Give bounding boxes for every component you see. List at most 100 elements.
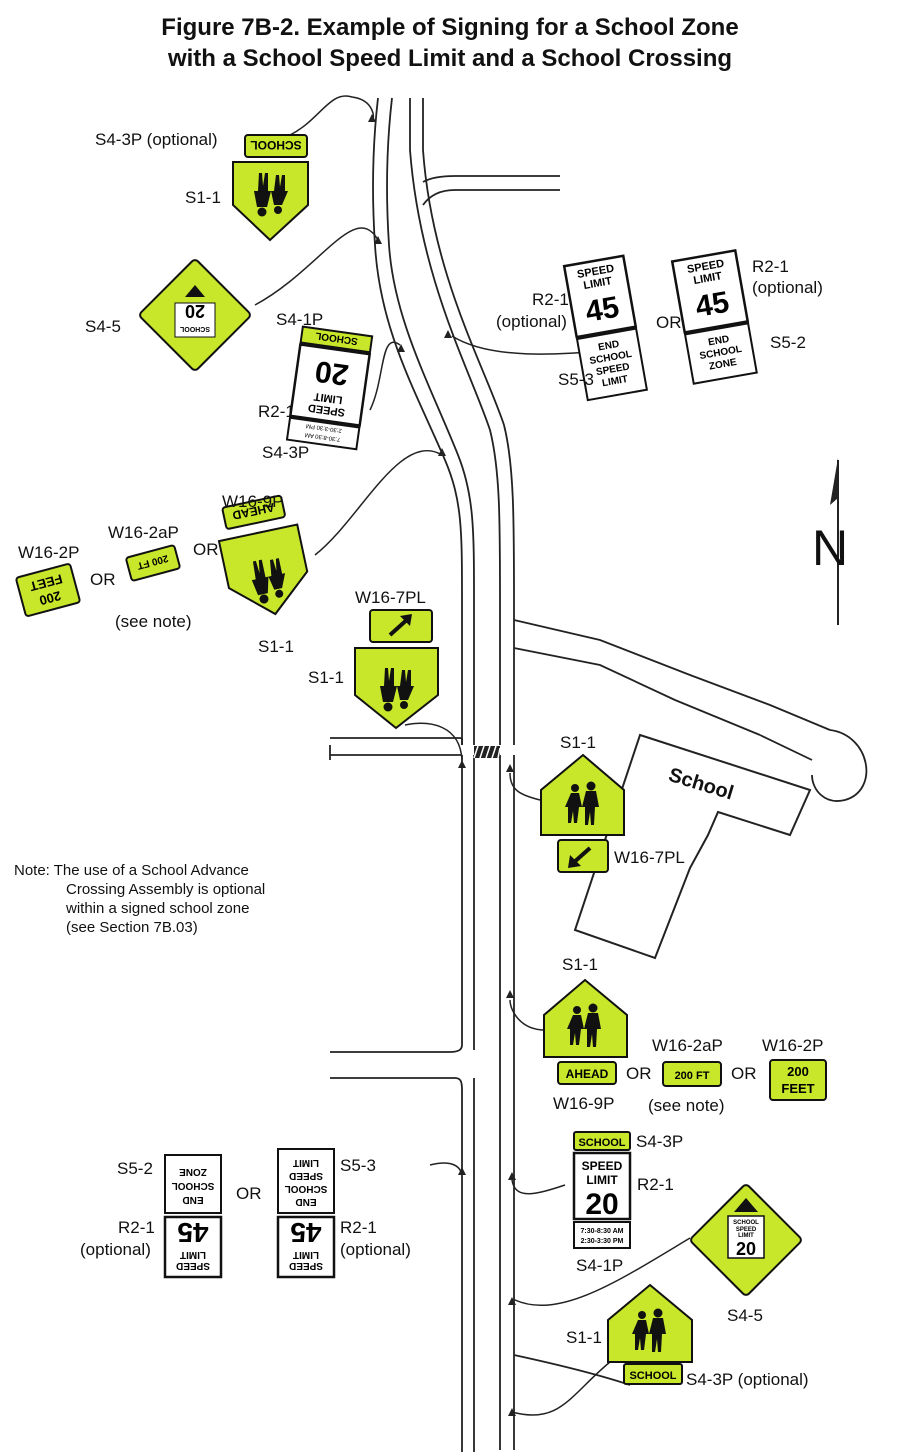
label-s1-1-top: S1-1 xyxy=(185,188,221,207)
label-see-note-right: (see note) xyxy=(648,1096,725,1115)
sign-text-end: END xyxy=(597,339,620,354)
sign-s4-5-top: SCHOOL 20 xyxy=(139,259,251,371)
note-line-1: Note: The use of a School Advance xyxy=(14,862,249,879)
sign-text-limit: LIMIT xyxy=(601,374,629,389)
label-s4-3p-optional-top: S4-3P (optional) xyxy=(95,130,218,149)
sign-text-end: END xyxy=(295,1196,316,1207)
sign-s1-1-top-assembly: SCHOOL xyxy=(232,134,309,242)
label-or-right-lower-2: OR xyxy=(731,1064,757,1083)
north-arrow xyxy=(830,458,839,625)
label-s4-5-left: S4-5 xyxy=(85,317,121,336)
note-line-4: (see Section 7B.03) xyxy=(66,919,198,936)
sign-s4-5-lower: SCHOOL SPEED LIMIT 20 xyxy=(690,1184,802,1296)
figure-title-line2: with a School Speed Limit and a School C… xyxy=(167,45,733,72)
sign-text-school: SCHOOL xyxy=(250,138,301,152)
label-s5-2-lower: S5-2 xyxy=(117,1159,153,1178)
sign-text-end: END xyxy=(182,1194,203,1205)
sign-text-200: 200 xyxy=(38,588,63,608)
sign-text-speed: SPEED xyxy=(289,1260,323,1271)
label-see-note-left: (see note) xyxy=(115,612,192,631)
label-or-left-2: OR xyxy=(90,570,116,589)
label-r2-1-right2: R2-1 xyxy=(752,257,789,276)
label-optional-right2: (optional) xyxy=(752,278,823,297)
sign-text-45: 45 xyxy=(583,291,622,329)
label-w16-2ap-right: W16-2aP xyxy=(652,1036,723,1055)
label-or-right-lower-1: OR xyxy=(626,1064,652,1083)
sign-text-feet: FEET xyxy=(781,1081,814,1096)
label-w16-9p-right: W16-9P xyxy=(553,1094,615,1113)
sign-s1-1-bottom-assembly: SCHOOL xyxy=(607,1283,693,1385)
sign-text-school: SCHOOL xyxy=(285,1183,328,1194)
label-optional-right1: (optional) xyxy=(496,312,567,331)
label-s4-1p-left: S4-1P xyxy=(276,310,324,329)
sign-text-limit: LIMIT xyxy=(180,1249,206,1260)
sign-text-limit: LIMIT xyxy=(586,1173,618,1187)
label-w16-9p-left: W16-9P xyxy=(222,492,284,511)
sign-text-time2: 2:30-3:30 PM xyxy=(306,422,343,433)
sign-text-school: SCHOOL xyxy=(733,1220,759,1226)
label-s5-3-lower: S5-3 xyxy=(340,1156,376,1175)
label-optional-lower-left: (optional) xyxy=(80,1240,151,1259)
note-line-2: Crossing Assembly is optional xyxy=(66,881,266,898)
sign-text-limit: LIMIT xyxy=(693,270,724,287)
sign-text-end: END xyxy=(707,334,730,349)
sign-w16-2ap-left: 200 FT xyxy=(125,544,181,582)
sign-text-45: 45 xyxy=(177,1217,208,1248)
label-s1-1-mid: S1-1 xyxy=(308,668,344,687)
label-s1-1-left: S1-1 xyxy=(258,637,294,656)
sign-r2-1-s5-3-right: SPEED LIMIT 45 END SCHOOL SPEED LIMIT xyxy=(562,254,649,402)
sign-s1-1-left-assembly: AHEAD xyxy=(217,494,309,616)
label-r2-1-lower-right: R2-1 xyxy=(340,1218,377,1237)
sign-w16-2ap-right: 200 FT xyxy=(662,1061,722,1087)
sign-text-speed: SPEED xyxy=(736,1227,757,1233)
sign-text-school: SCHOOL xyxy=(578,1137,625,1149)
sign-text-speed: SPEED xyxy=(582,1159,623,1173)
label-w16-2p-right: W16-2P xyxy=(762,1036,824,1055)
sign-text-time1: 7:30-8:30 AM xyxy=(305,431,341,442)
sign-s1-1-mid-assembly xyxy=(354,609,439,730)
sign-text-45: 45 xyxy=(693,286,732,324)
label-s4-1p-right: S4-1P xyxy=(576,1256,624,1275)
sign-r2-1-lower-assembly: SCHOOL SPEED LIMIT 20 7:30-8:30 AM 2:30-… xyxy=(572,1131,632,1249)
label-w16-2p-left: W16-2P xyxy=(18,543,80,562)
sign-text-ahead: AHEAD xyxy=(566,1067,609,1081)
sign-text-school: SCHOOL xyxy=(172,1180,215,1191)
sign-text-20: 20 xyxy=(736,1239,756,1259)
sign-text-20: 20 xyxy=(313,354,351,391)
label-r2-1-lower-left: R2-1 xyxy=(118,1218,155,1237)
label-w16-7pl-crossing: W16-7PL xyxy=(614,848,685,867)
sign-text-20: 20 xyxy=(185,301,205,321)
sign-text-speed: SPEED xyxy=(289,1170,323,1181)
label-optional-lower-right: (optional) xyxy=(340,1240,411,1259)
sign-s1-1-crossing-assembly xyxy=(540,753,625,873)
label-w16-2ap-left: W16-2aP xyxy=(108,523,179,542)
label-r2-1-lower: R2-1 xyxy=(637,1175,674,1194)
sign-w16-2p-right: 200 FEET xyxy=(769,1059,827,1101)
label-s1-1-advance: S1-1 xyxy=(562,955,598,974)
sign-text-time2: 2:30-3:30 PM xyxy=(581,1238,624,1245)
label-or-left-1: OR xyxy=(193,540,219,559)
sign-text-20: 20 xyxy=(585,1188,618,1221)
sign-text-speed: SPEED xyxy=(307,401,346,418)
label-s4-3p-right: S4-3P xyxy=(636,1132,684,1151)
sign-text-limit: LIMIT xyxy=(313,390,343,406)
crosswalk xyxy=(473,745,501,759)
sign-s5-3-lower-assembly: SPEED LIMIT 45 END SCHOOL SPEED LIMIT xyxy=(276,1148,336,1279)
label-north: N xyxy=(812,520,849,576)
sign-text-zone: ZONE xyxy=(708,357,738,373)
sign-text-45: 45 xyxy=(290,1217,321,1248)
sign-w16-2p-left: 200 FEET xyxy=(15,563,81,617)
figure-title-line1: Figure 7B-2. Example of Signing for a Sc… xyxy=(161,14,739,41)
sign-s1-1-advance-assembly: AHEAD xyxy=(543,978,628,1085)
label-s4-3p-left: S4-3P xyxy=(262,443,310,462)
label-or-right: OR xyxy=(656,313,682,332)
sign-text-200ft: 200 FT xyxy=(675,1070,710,1082)
sign-text-200: 200 xyxy=(787,1064,809,1079)
sign-text-speed: SPEED xyxy=(176,1260,210,1271)
sign-text-limit: LIMIT xyxy=(293,1249,319,1260)
label-s1-1-crossing: S1-1 xyxy=(560,733,596,752)
label-s5-2-right: S5-2 xyxy=(770,333,806,352)
